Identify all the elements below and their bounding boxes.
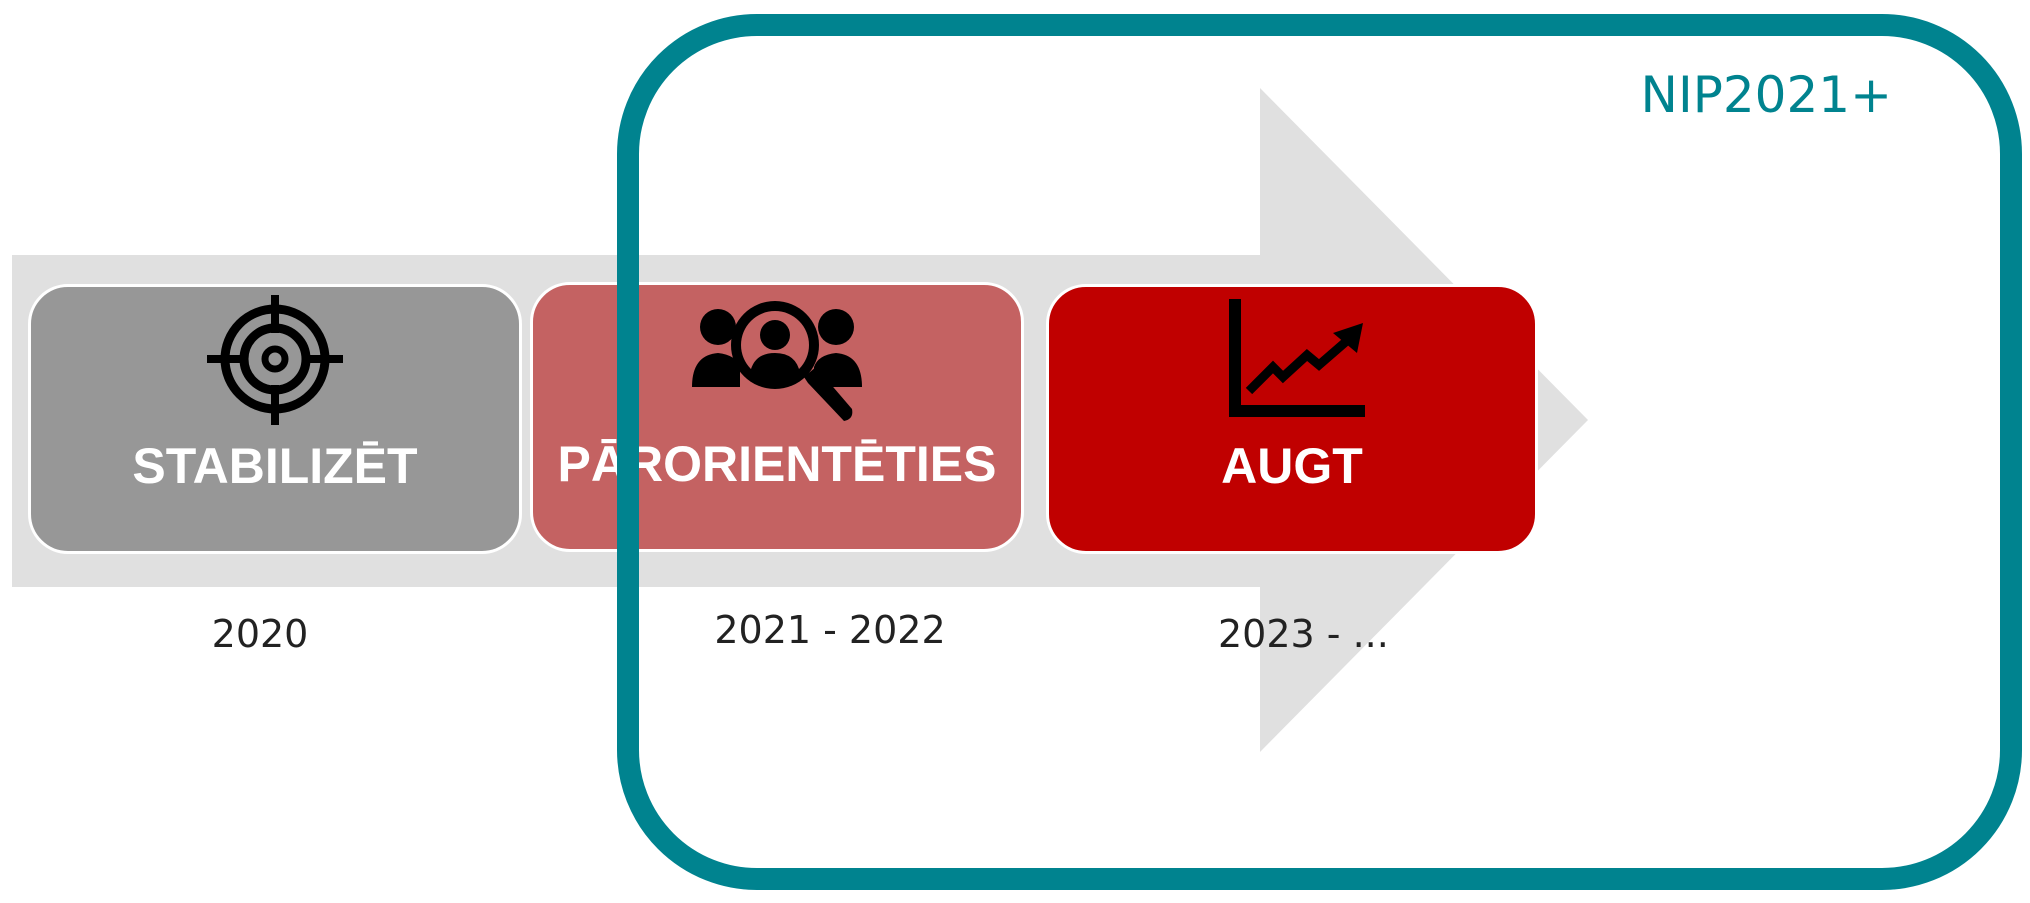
phase-box-augt: AUGT bbox=[1046, 284, 1538, 554]
people-search-icon bbox=[692, 297, 862, 427]
phase-period: 2023 - ... bbox=[1218, 612, 1389, 656]
phase-label: PĀRORIENTĒTIES bbox=[557, 436, 997, 492]
phase-box-parorienteties: PĀRORIENTĒTIES bbox=[530, 282, 1024, 552]
phase-label: AUGT bbox=[1221, 438, 1363, 494]
phase-period: 2020 bbox=[211, 612, 309, 656]
phase-period: 2021 - 2022 bbox=[714, 608, 946, 652]
phase-label: STABILIZĒT bbox=[132, 438, 418, 494]
phase-box-stabilizet: STABILIZĒT bbox=[28, 284, 522, 554]
growth-chart-icon bbox=[1217, 299, 1367, 427]
nip-label: NIP2021+ bbox=[1640, 66, 1892, 124]
target-crosshair-icon bbox=[200, 293, 350, 433]
